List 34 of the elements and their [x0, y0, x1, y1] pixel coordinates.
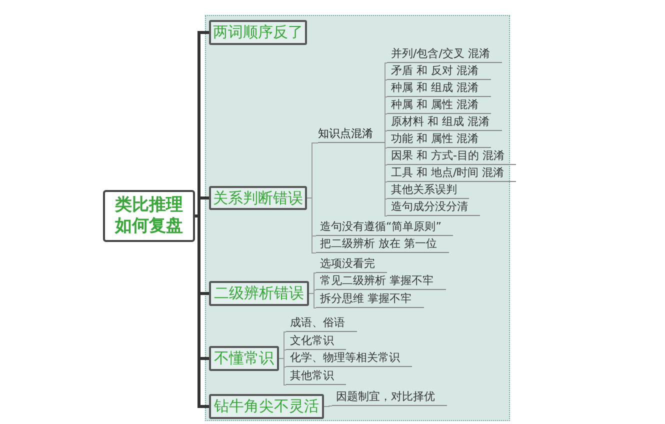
leaf-topic-label: 造句成分没分清 — [387, 200, 480, 216]
branch-topic-box: 钻牛角尖不灵活 — [209, 394, 324, 419]
leaf-topic-label: 矛盾 和 反对 混淆 — [387, 64, 490, 80]
branch-topic-box: 不懂常识 — [209, 346, 279, 371]
leaf-topic-label: 拆分思维 掌握不牢 — [316, 292, 424, 308]
leaf-topic-label: 常见二级辨析 掌握不牢 — [316, 274, 446, 290]
leaf-topic-label: 造句没有遵循“简单原则” — [316, 220, 454, 236]
leaf-topic-label: 原材料 和 组成 混淆 — [387, 115, 502, 131]
leaf-topic-label: 并列/包含/交叉 混淆 — [387, 47, 502, 63]
leaf-topic-label: 化学、物理等相关常识 — [286, 351, 412, 367]
connector-line — [278, 358, 286, 386]
connector-line — [384, 130, 388, 144]
leaf-topic-label: 选项没看完 — [316, 257, 387, 273]
branch-topic-box: 关系判断错误 — [209, 186, 307, 210]
connector-line — [195, 214, 209, 408]
connector-line — [324, 406, 332, 407]
leaf-topic-label: 其他关系误判 — [387, 183, 469, 199]
leaf-topic-label: 文化常识 — [286, 334, 346, 350]
connector-line — [306, 198, 316, 254]
leaf-topic-label: 工具 和 地点/时间 混淆 — [387, 166, 516, 182]
leaf-topic-label: 种属 和 组成 混淆 — [387, 81, 490, 97]
leaf-topic-label: 功能 和 属性 混淆 — [387, 132, 490, 148]
leaf-topic-label: 成语、俗语 — [286, 316, 357, 332]
branch-topic-box: 两词顺序反了 — [209, 20, 307, 45]
connector-line — [308, 293, 316, 308]
leaf-topic-label: 因果 和 方式-目的 混淆 — [387, 149, 516, 165]
leaf-topic-label: 因题制宜，对比择优 — [332, 390, 447, 406]
subtopic-label: 知识点混淆 — [318, 126, 385, 143]
leaf-topic-label: 把二级辨析 放在 第一位 — [316, 237, 449, 253]
branch-topic-box: 二级辨析错误 — [209, 281, 309, 306]
root-topic-box: 类比推理如何复盘 — [103, 190, 195, 242]
leaf-topic-label: 其他常识 — [286, 369, 346, 385]
connector-line — [384, 142, 388, 216]
leaf-topic-label: 种属 和 属性 混淆 — [387, 98, 490, 114]
